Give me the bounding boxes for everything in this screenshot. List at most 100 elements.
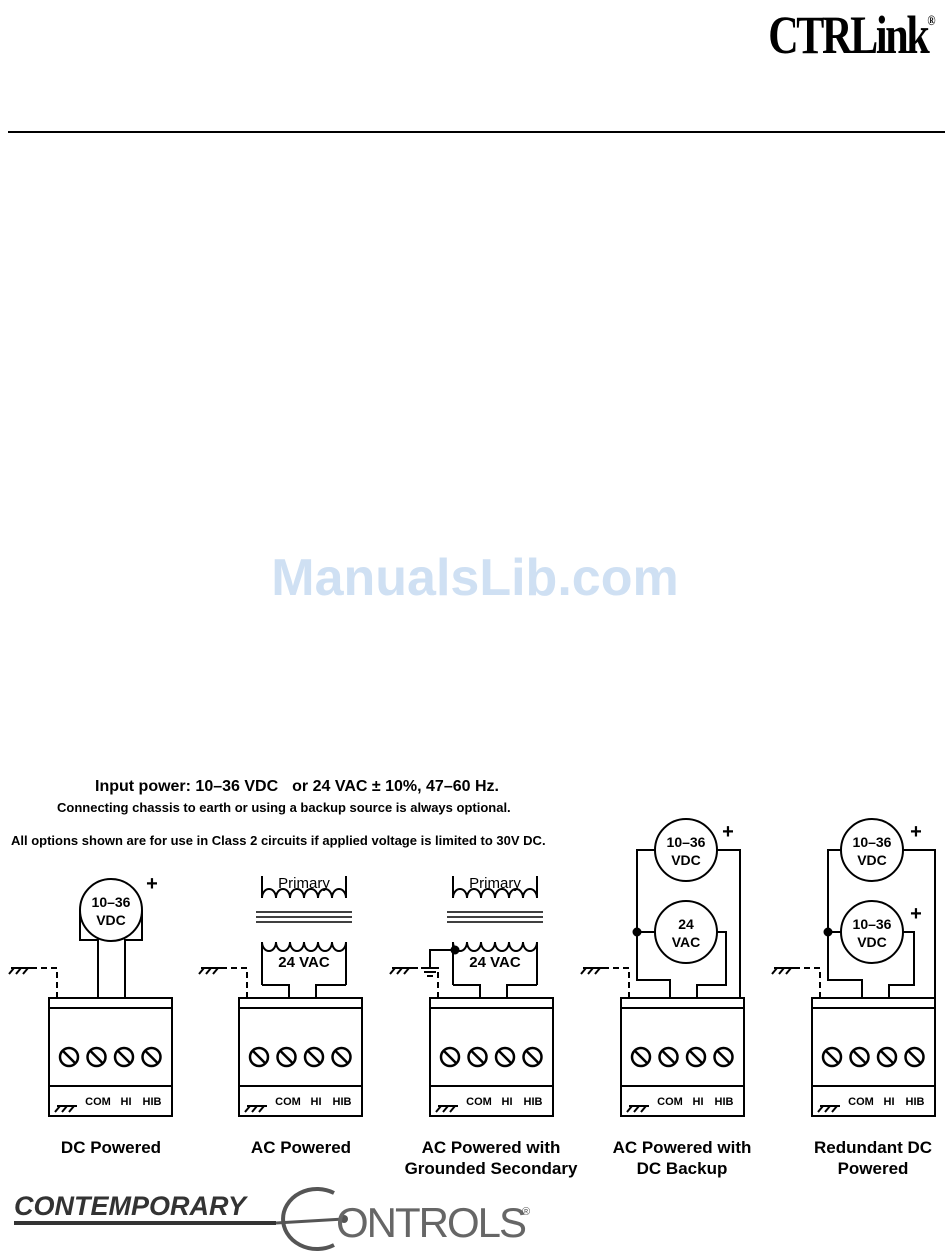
chassis-ground-icon — [771, 967, 794, 975]
logo-text-contemporary: CONTEMPORARY — [14, 1191, 249, 1221]
redundant-wire-hib — [903, 849, 936, 998]
backup-wire-ac-hi — [696, 931, 727, 998]
terminal-screw-slot — [117, 1050, 131, 1064]
terminal-label-com: COM — [466, 1096, 492, 1108]
input-power-ac: or 24 VAC ± 10%, 47–60 Hz. — [292, 778, 499, 795]
terminal-label-com: COM — [657, 1096, 683, 1108]
terminal-ground-icon-hatch — [54, 1105, 61, 1113]
terminal-label-com: COM — [275, 1096, 301, 1108]
terminal-screw-slot — [279, 1050, 294, 1064]
terminal-ground-icon-hatch — [824, 1105, 831, 1113]
terminal-screw — [821, 1046, 843, 1068]
terminal-screw — [876, 1046, 898, 1068]
terminal-ground-icon-hatch — [442, 1105, 449, 1113]
chassis-ground-icon-hatch — [594, 967, 601, 975]
backup-dc-source-bottom: VDC — [671, 852, 701, 868]
terminal-label-hi: HI — [884, 1096, 895, 1108]
diagram-caption-line: Powered — [837, 1159, 909, 1178]
terminal-ground-icon — [435, 1105, 458, 1113]
transformer-grounded-primary-coil — [452, 888, 538, 899]
diagram-caption-line: AC Powered — [250, 1138, 352, 1157]
terminal-block-1 — [48, 997, 173, 1117]
transformer-grounded-secondary-coil — [452, 941, 538, 952]
terminal-label-hi: HI — [693, 1096, 704, 1108]
dc-wire-hi — [124, 910, 143, 998]
terminal-screw-slot — [89, 1050, 104, 1064]
terminal-label-hi: HI — [311, 1096, 322, 1108]
chassis-ground-icon-hatch — [587, 967, 594, 975]
plus-sign: + — [910, 903, 922, 925]
chassis-ground-icon-hatch — [198, 967, 205, 975]
terminal-screw — [303, 1046, 325, 1068]
terminal-block-2 — [238, 997, 363, 1117]
input-power-dc: Input power: 10–36 VDC — [95, 778, 279, 795]
backup-ac-source — [654, 900, 718, 964]
terminal-ground-icon-hatch — [258, 1105, 265, 1113]
plus-sign: + — [146, 873, 158, 895]
redundant-dc-source-2-top: 10–36 — [853, 916, 892, 932]
ac-wire-hi — [315, 984, 346, 998]
terminal-screw — [849, 1046, 870, 1068]
terminal-ground-icon-hatch — [633, 1105, 640, 1113]
transformer-ac-primary-coil — [261, 888, 347, 899]
chassis-ground-icon-hatch — [785, 967, 792, 975]
terminal-screw-slot — [334, 1050, 349, 1064]
terminal-screw-slot — [852, 1050, 867, 1064]
terminal-screw — [522, 1046, 543, 1068]
terminal-screw-slot — [307, 1050, 321, 1064]
diagram-caption: Redundant DC Powered — [773, 1137, 950, 1179]
chassis-ground-icon-hatch — [22, 967, 29, 975]
chassis-ground-icon-hatch — [580, 967, 587, 975]
redundant-dc-source-2-bottom: VDC — [857, 934, 887, 950]
terminal-label-hib: HIB — [715, 1096, 734, 1108]
brand-logo: CTRLink® — [769, 4, 936, 66]
terminal-screw — [113, 1046, 135, 1068]
terminal-screw — [685, 1046, 707, 1068]
terminal-screw-slot — [880, 1050, 894, 1064]
redundant-dc-source-1-bottom: VDC — [857, 852, 887, 868]
plus-sign: + — [722, 821, 734, 843]
diagram-caption: DC Powered — [11, 1137, 211, 1158]
backup-dc-source — [654, 818, 718, 882]
dc-source — [79, 878, 143, 942]
ac-wire-com — [262, 984, 290, 998]
earth-ground-icon — [421, 960, 439, 977]
terminal-screw — [86, 1046, 107, 1068]
backup-wire-dc-hib — [717, 849, 741, 998]
chassis-ground-icon-hatch — [212, 967, 219, 975]
diagram-caption-line: Redundant DC — [813, 1138, 933, 1157]
backup-dc-source-top: 10–36 — [667, 834, 706, 850]
terminal-ground-icon-hatch — [817, 1105, 824, 1113]
dc-source-top: 10–36 — [92, 894, 131, 910]
diagram-caption-line: AC Powered with — [421, 1138, 561, 1157]
terminal-screw — [467, 1046, 488, 1068]
terminal-screw-slot — [634, 1050, 648, 1064]
transformer-ac-primary-label: Primary — [278, 875, 330, 892]
terminal-screw-slot — [907, 1050, 922, 1064]
redundant-dc-source-1 — [840, 818, 904, 882]
redundant-wire-hi — [888, 931, 915, 998]
acg-junction — [450, 945, 460, 955]
terminal-label-com: COM — [848, 1096, 874, 1108]
terminal-screw — [58, 1046, 80, 1068]
terminal-block-3 — [429, 997, 554, 1117]
redundant-dc-source-2 — [840, 900, 904, 964]
plus-sign: + — [910, 821, 922, 843]
chassis-ground-icon-hatch — [403, 967, 410, 975]
acg-earth-wire — [429, 949, 455, 960]
dc-wire-com — [79, 910, 99, 998]
terminal-label-hib: HIB — [906, 1096, 925, 1108]
terminal-ground-icon-hatch — [831, 1105, 838, 1113]
terminal-screw — [331, 1046, 352, 1068]
chassis-ground-icon — [580, 967, 603, 975]
terminal-label-hib: HIB — [333, 1096, 352, 1108]
brand-name: CTRLink — [768, 5, 931, 65]
header-rule — [8, 131, 945, 133]
chassis-ground-icon-hatch — [778, 967, 785, 975]
terminal-block-4 — [620, 997, 745, 1117]
terminal-label-hib: HIB — [524, 1096, 543, 1108]
chassis-ground-icon — [198, 967, 221, 975]
